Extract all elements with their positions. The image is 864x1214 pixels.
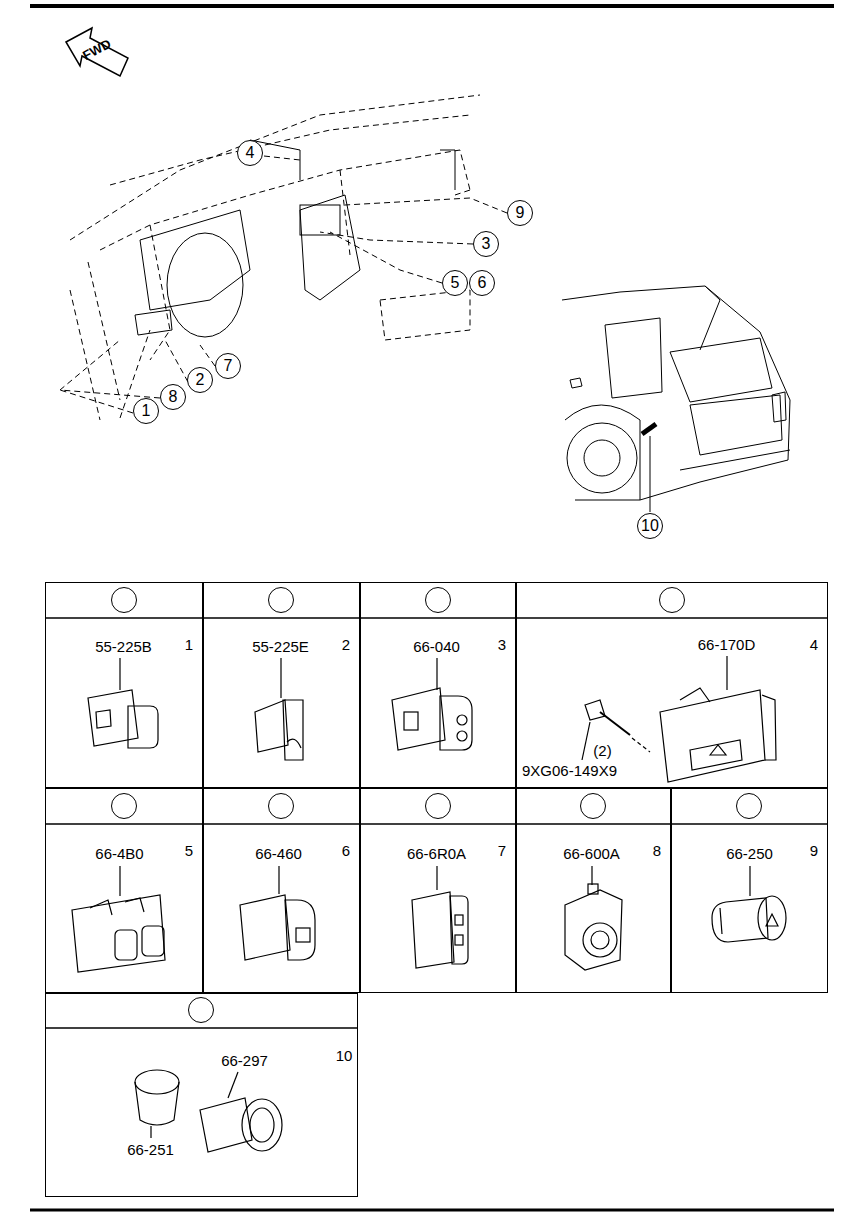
callout-circle: 7	[425, 793, 451, 819]
callout-number: 6	[478, 275, 487, 291]
table-cell: 55-225E 2	[203, 582, 360, 788]
callout-circle: 5	[111, 793, 137, 819]
callout-circle: 3	[473, 231, 499, 257]
part-number: 66-460	[254, 845, 303, 862]
callout-circle: 8	[160, 384, 186, 410]
part-number: 66-6R0A	[406, 845, 467, 862]
part-number: 66-600A	[562, 845, 621, 862]
callout-number: 4	[246, 145, 255, 161]
part-number: 66-297	[220, 1052, 269, 1069]
part-number: 66-250	[725, 845, 774, 862]
table-cell: 66-040 3	[360, 582, 516, 788]
callout-circle: 8	[580, 793, 606, 819]
callout-number: 2	[196, 372, 205, 388]
callout-number: 3	[497, 636, 507, 653]
table-cell: 66-460 6	[203, 788, 360, 993]
direction-label: FWD	[80, 36, 113, 63]
callout-number: 1	[142, 403, 151, 419]
part-number: 66-4B0	[94, 845, 144, 862]
table-cell: 66-170D 9XG06-149X9 (2) 4	[516, 582, 828, 788]
callout-number: 9	[516, 205, 525, 221]
callout-circle: 6	[268, 793, 294, 819]
part-number: 9XG06-149X9	[521, 762, 618, 779]
callout-circle: 9	[736, 793, 762, 819]
callout-circle: 1	[111, 587, 137, 613]
part-number: 66-170D	[697, 636, 757, 653]
callout-circle: 7	[215, 353, 241, 379]
table-cell: 66-6R0A 7	[360, 788, 516, 993]
part-number: 55-225B	[94, 638, 153, 655]
callout-number: 10	[641, 518, 659, 534]
callout-number: 8	[169, 389, 178, 405]
table-cell: 55-225B 1	[45, 582, 203, 788]
callout-number: 5	[451, 275, 460, 291]
callout-circle: 1	[133, 398, 159, 424]
callout-number: 10	[335, 1047, 354, 1064]
callout-circle: 10	[188, 997, 214, 1023]
table-cell: 66-600A 8	[516, 788, 671, 993]
part-number: (2)	[592, 742, 612, 759]
callout-number: 7	[224, 358, 233, 374]
table-cell: 66-4B0 5	[45, 788, 203, 993]
callout-circle: 5	[442, 270, 468, 296]
callout-number: 7	[497, 842, 507, 859]
callout-number: 9	[809, 842, 819, 859]
part-number: 55-225E	[251, 638, 310, 655]
callout-circle: 3	[425, 587, 451, 613]
callout-number: 6	[341, 842, 351, 859]
callout-circle: 10	[637, 513, 663, 539]
table-cell: 66-297 66-251 10	[45, 993, 358, 1197]
callout-number: 5	[184, 842, 194, 859]
callout-number: 2	[341, 636, 351, 653]
part-number: 66-251	[126, 1141, 175, 1158]
callout-circle: 4	[659, 587, 685, 613]
callout-number: 3	[482, 236, 491, 252]
callout-number: 4	[809, 636, 819, 653]
callout-circle: 9	[507, 200, 533, 226]
callout-circle: 6	[469, 270, 495, 296]
part-number: 66-040	[412, 638, 461, 655]
callout-number: 1	[184, 636, 194, 653]
callout-circle: 4	[237, 140, 263, 166]
callout-number: 8	[652, 842, 662, 859]
table-cell: 66-250 9	[671, 788, 828, 993]
callout-circle: 2	[187, 367, 213, 393]
callout-circle: 2	[268, 587, 294, 613]
